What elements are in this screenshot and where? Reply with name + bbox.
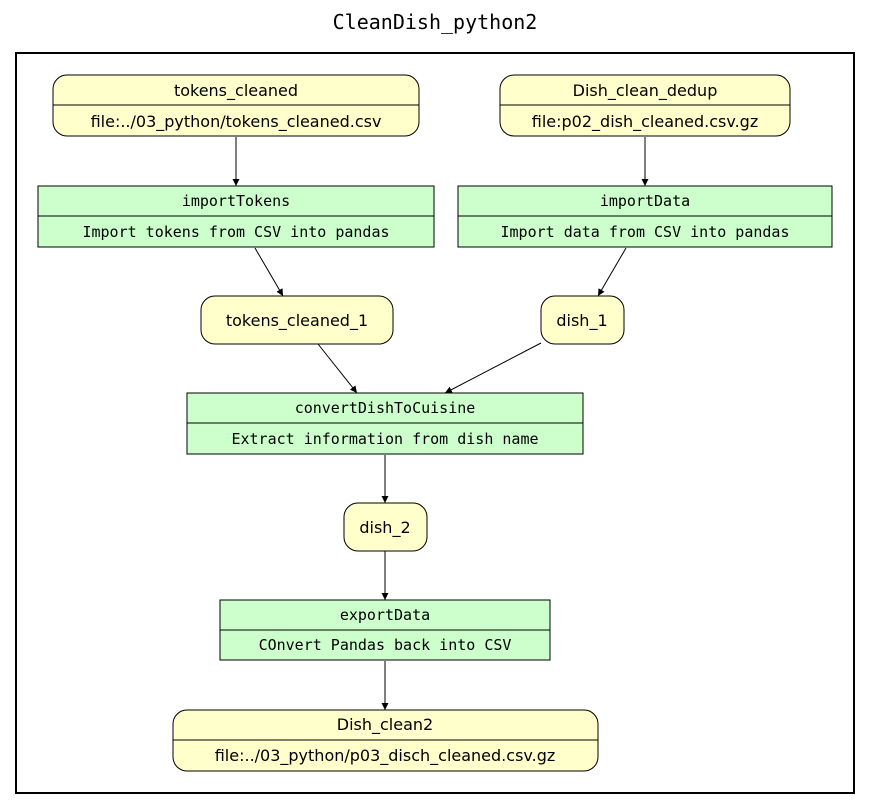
diagram-title: CleanDish_python2 [333, 10, 538, 34]
node-detail: file:p02_dish_cleaned.csv.gz [532, 112, 758, 132]
node-detail: COnvert Pandas back into CSV [259, 636, 512, 654]
node-name: importData [600, 192, 690, 210]
node-detail: Import data from CSV into pandas [501, 223, 790, 241]
node-name: dish_1 [556, 311, 607, 331]
workflow-frame [15, 52, 855, 794]
edge-dish-1-to-convert [444, 342, 542, 394]
node-name: dish_2 [359, 518, 410, 538]
data-node-tokens-cleaned: tokens_cleaned file:../03_python/tokens_… [52, 74, 420, 137]
node-name: exportData [340, 606, 430, 624]
process-node-import-tokens: importTokens Import tokens from CSV into… [37, 185, 435, 248]
node-detail: Extract information from dish name [231, 430, 538, 448]
node-detail: file:../03_python/tokens_cleaned.csv [91, 112, 382, 132]
node-name: Dish_clean2 [337, 715, 433, 735]
node-name: convertDishToCuisine [295, 399, 476, 417]
data-node-dish-1: dish_1 [540, 295, 625, 345]
data-node-dish-clean-dedup: Dish_clean_dedup file:p02_dish_cleaned.c… [499, 74, 791, 137]
edge-tokens-cleaned-1-to-convert [317, 343, 358, 394]
node-name: Dish_clean_dedup [573, 81, 718, 101]
data-node-dish-clean2: Dish_clean2 file:../03_python/p03_disch_… [172, 709, 599, 772]
process-node-convert-dish-to-cuisine: convertDishToCuisine Extract information… [186, 392, 584, 455]
data-node-dish-2: dish_2 [343, 502, 428, 552]
edges [232, 137, 649, 710]
node-detail: file:../03_python/p03_disch_cleaned.csv.… [215, 746, 556, 766]
process-node-export-data: exportData COnvert Pandas back into CSV [219, 599, 551, 661]
edge-import-tokens-to-tokens-cleaned-1 [254, 247, 284, 297]
node-detail: Import tokens from CSV into pandas [82, 223, 389, 241]
edge-import-data-to-dish-1 [597, 247, 627, 297]
data-node-tokens-cleaned-1: tokens_cleaned_1 [200, 295, 394, 345]
process-node-import-data: importData Import data from CSV into pan… [457, 185, 833, 248]
node-name: importTokens [182, 192, 290, 210]
node-name: tokens_cleaned [174, 81, 298, 101]
node-name: tokens_cleaned_1 [226, 311, 368, 331]
